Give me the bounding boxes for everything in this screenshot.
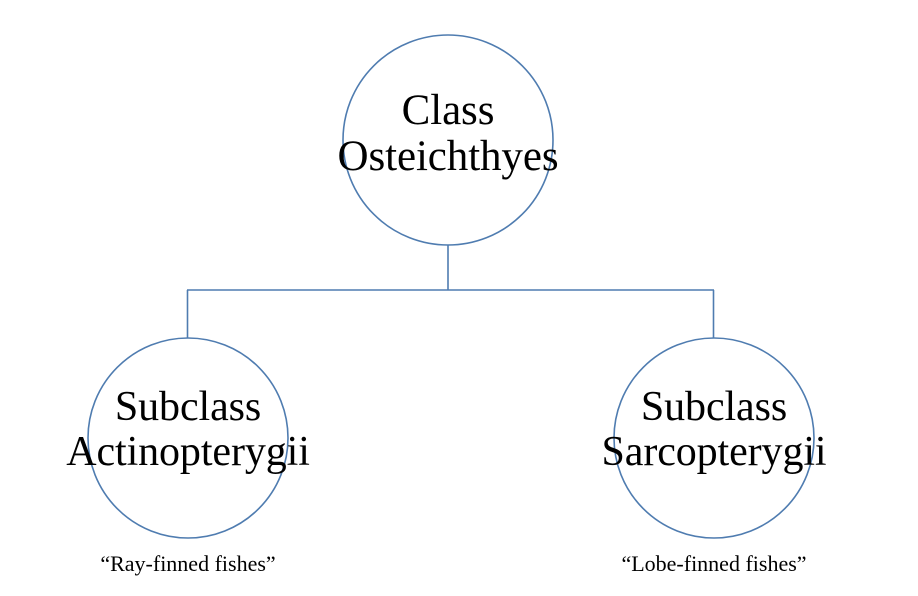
node-taxon-name: Actinopterygii — [66, 428, 310, 475]
node-rank-label: Subclass — [640, 384, 788, 430]
node-taxon-name: Sarcopterygii — [601, 428, 827, 475]
node-label-class-osteichthyes: Class Osteichthyes — [338, 88, 559, 179]
node-caption-sarcopterygii: “Lobe-finned fishes” — [621, 551, 807, 576]
node-label-subclass-actinopterygii: Subclass Actinopterygii — [66, 385, 310, 474]
node-label-subclass-sarcopterygii: Subclass Sarcopterygii — [602, 385, 827, 474]
node-caption-actinopterygii: “Ray-finned fishes” — [100, 551, 276, 576]
node-circle-subclass-actinopterygii[interactable] — [87, 337, 289, 539]
node-rank-label: Class — [401, 87, 495, 134]
node-circle-subclass-sarcopterygii[interactable] — [613, 337, 815, 539]
node-rank-label: Subclass — [114, 384, 262, 430]
node-taxon-name: Osteichthyes — [337, 132, 559, 180]
